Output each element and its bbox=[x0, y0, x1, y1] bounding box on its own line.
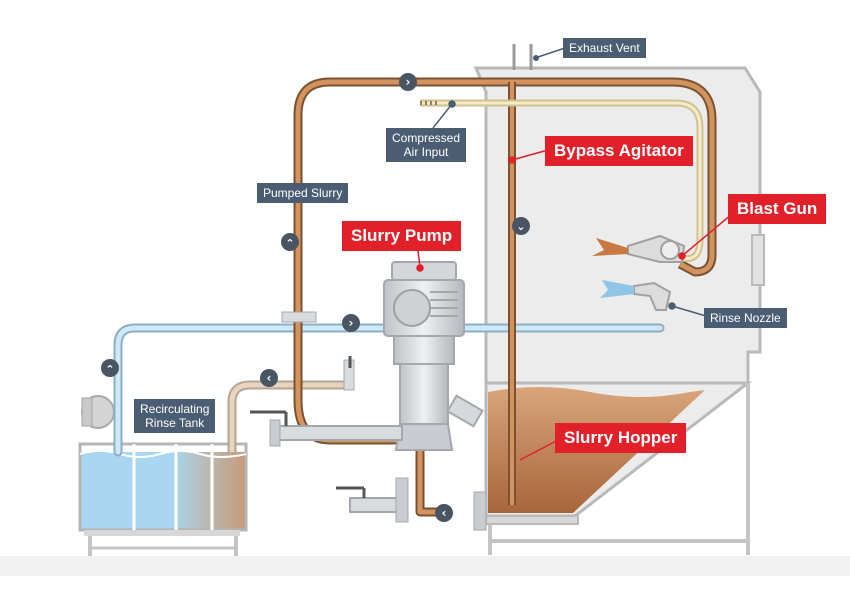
svg-text:⌄: ⌄ bbox=[516, 220, 525, 233]
recirculating-rinse-tank bbox=[78, 395, 248, 556]
svg-text:‹: ‹ bbox=[267, 371, 272, 385]
label-blast-gun: Blast Gun bbox=[728, 194, 827, 224]
floor bbox=[0, 556, 850, 576]
label-slurry-hopper: Slurry Hopper bbox=[555, 423, 687, 453]
exhaust-vent bbox=[512, 44, 566, 70]
flow-arrow-rinse-right: › bbox=[342, 314, 360, 332]
flow-arrow-rinse-up: ⌃ bbox=[101, 359, 119, 377]
label-pumped-slurry: Pumped Slurry bbox=[257, 183, 349, 203]
blast-gun bbox=[592, 234, 686, 263]
svg-text:‹: ‹ bbox=[442, 506, 447, 520]
svg-text:›: › bbox=[406, 75, 411, 89]
svg-text:⌃: ⌃ bbox=[285, 237, 294, 250]
label-recirculating-rinse-tank: Recirculating Rinse Tank bbox=[134, 399, 216, 433]
flow-arrow-return-left: ‹ bbox=[260, 369, 278, 387]
rinse-nozzle bbox=[600, 280, 672, 311]
flow-arrow-bypass-down: ⌄ bbox=[512, 217, 530, 235]
label-exhaust-vent: Exhaust Vent bbox=[563, 38, 646, 58]
flow-arrow-top: › bbox=[399, 73, 417, 91]
label-rinse-nozzle: Rinse Nozzle bbox=[704, 308, 787, 328]
label-compressed-air-input: Compressed Air Input bbox=[386, 128, 467, 162]
label-bypass-agitator: Bypass Agitator bbox=[545, 136, 693, 166]
label-slurry-pump: Slurry Pump bbox=[342, 221, 462, 251]
slurry-pump bbox=[250, 261, 487, 531]
svg-text:›: › bbox=[349, 316, 354, 330]
flow-arrow-bottom-left: ‹ bbox=[435, 504, 453, 522]
flow-arrow-pumped-up: ⌃ bbox=[281, 233, 299, 251]
svg-text:⌃: ⌃ bbox=[105, 363, 114, 376]
